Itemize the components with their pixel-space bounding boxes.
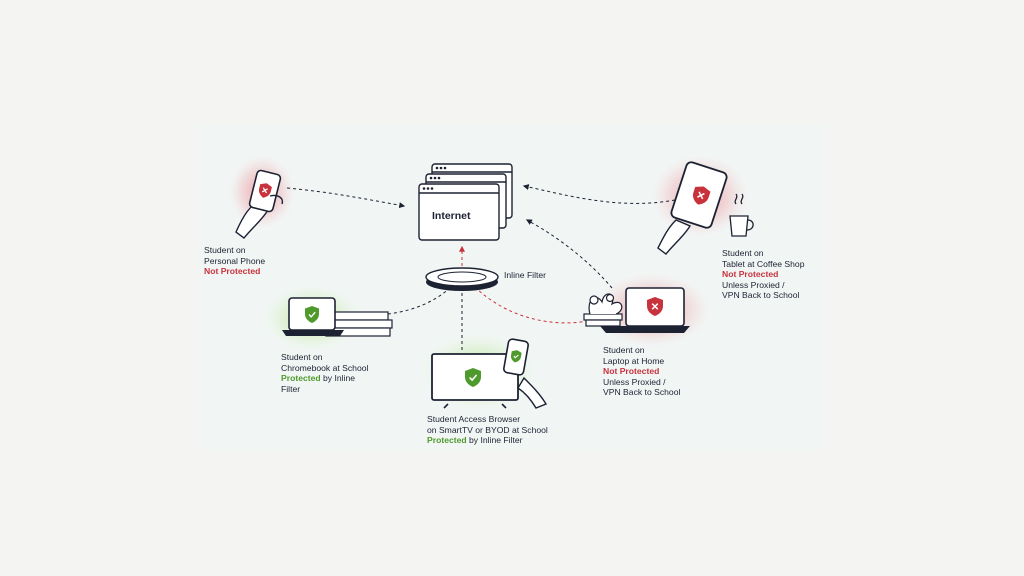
tablet-caption-extra-1: Unless Proxied / [722, 279, 785, 290]
phone-status: Not Protected [204, 266, 261, 277]
phone-caption-line-2: Personal Phone [204, 255, 266, 266]
coffee-cup-icon [729, 193, 754, 237]
tablet-status: Not Protected [722, 269, 779, 280]
internet-icon [418, 163, 513, 241]
internet-label: Internet [432, 210, 471, 222]
inline-filter-icon [425, 267, 499, 291]
smarttv-caption-line-1: Student Access Browser [427, 414, 521, 424]
phone-caption-line-1: Student on [204, 245, 246, 255]
laptop-caption-line-2: Laptop at Home [603, 355, 665, 366]
smarttv-status-line: Protected by Inline Filter [427, 435, 548, 446]
laptop-caption: Student on Laptop at Home Not Protected … [603, 345, 680, 398]
connector-phone-internet [286, 187, 406, 209]
byod-shield-check-icon [510, 350, 522, 363]
inline-filter-label: Inline Filter [504, 270, 546, 281]
smarttv-caption: Student Access Browser on SmartTV or BYO… [427, 414, 548, 446]
window-dots [422, 166, 447, 190]
phone-caption: Student on Personal Phone Not Protected [204, 245, 265, 277]
chromebook-caption-extra-1: Filter [281, 383, 301, 394]
chromebook-shield-check-icon [305, 306, 319, 323]
filter-label-line-1: Inline [504, 270, 525, 280]
tablet-caption-line-2: Tablet at Coffee Shop [722, 258, 805, 269]
smarttv-status-suffix: by Inline Filter [466, 435, 523, 446]
tablet-caption: Student on Tablet at Coffee Shop Not Pro… [722, 248, 805, 301]
chromebook-caption: Student on Chromebook at School Protecte… [281, 352, 368, 394]
connector-laptop-internet [525, 219, 613, 289]
smarttv-shield-check-icon [465, 368, 481, 387]
chromebook-caption-line-1: Student on [281, 352, 323, 362]
tablet-caption-line-1: Student on [722, 248, 764, 258]
laptop-shield-x-icon [647, 297, 663, 316]
tablet-shield-x-icon [692, 186, 711, 205]
laptop-status: Not Protected [603, 366, 660, 377]
filter-label-line-2: Filter [526, 270, 547, 280]
laptop-caption-extra-2: VPN Back to School [603, 387, 681, 398]
smarttv-caption-line-2: on SmartTV or BYOD at School [427, 424, 548, 435]
home-clutter-icon [583, 293, 623, 327]
phone-shield-x-icon [258, 183, 272, 198]
smarttv-status: Protected [427, 435, 467, 446]
connector-tablet-internet [522, 184, 676, 204]
chromebook-status-suffix: by Inline [320, 373, 356, 384]
tablet-caption-extra-2: VPN Back to School [722, 290, 800, 301]
connector-laptop-filter [475, 287, 601, 324]
laptop-caption-line-1: Student on [603, 345, 645, 355]
chromebook-caption-line-2: Chromebook at School [281, 362, 369, 373]
chromebook-status: Protected [281, 373, 321, 384]
laptop-caption-extra-1: Unless Proxied / [603, 376, 666, 387]
chromebook-status-line: Protected by Inline [281, 373, 368, 384]
